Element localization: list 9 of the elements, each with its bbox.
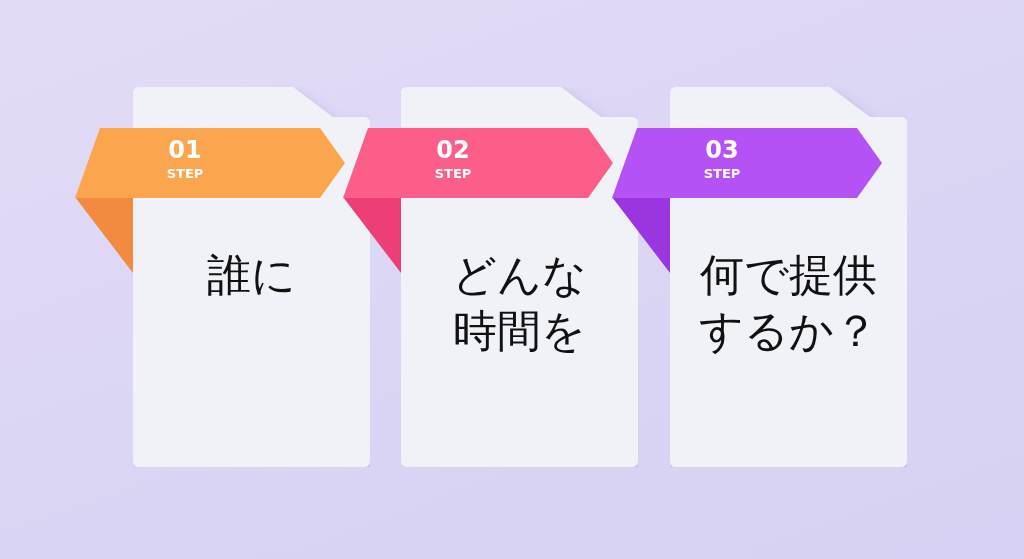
step-caption: STEP: [702, 166, 742, 182]
step-text: 誰に: [206, 248, 297, 302]
step-number: 03: [704, 136, 740, 164]
step-text: どんな時間を: [451, 248, 588, 358]
step-caption: STEP: [433, 166, 473, 182]
step-text: 何で提供するか？: [698, 248, 879, 358]
step-number: 01: [167, 136, 203, 164]
step-caption: STEP: [165, 166, 205, 182]
step-number: 02: [435, 136, 471, 164]
